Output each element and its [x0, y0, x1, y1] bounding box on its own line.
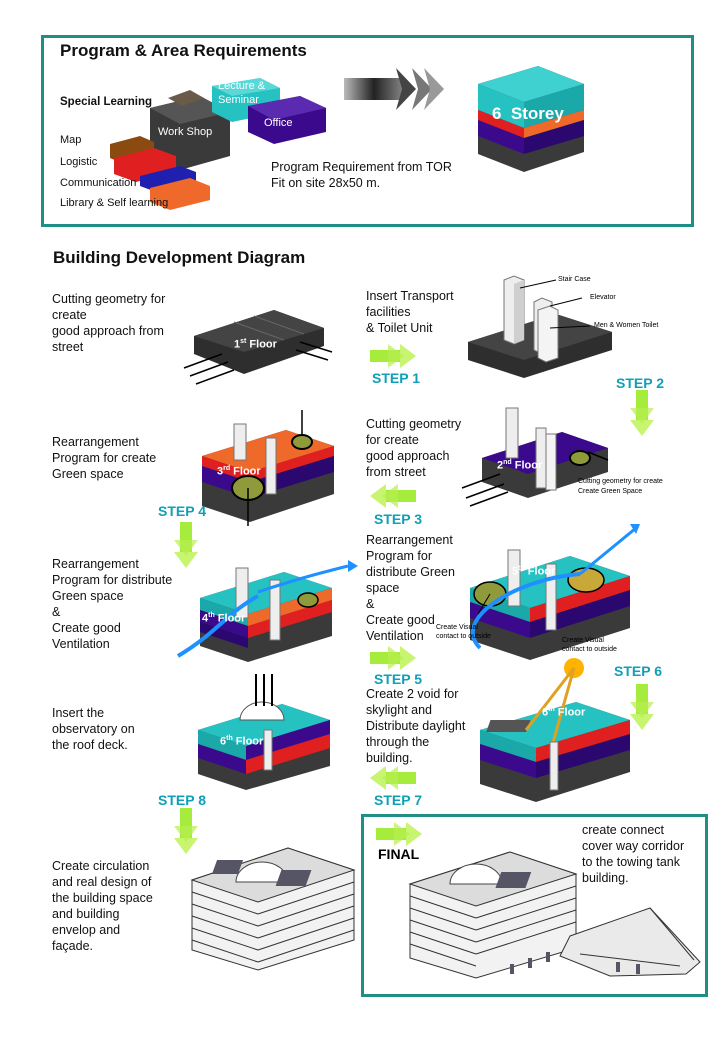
floor-label-3: 3rd Floor	[217, 465, 261, 478]
sixth-floor-skylight-model	[480, 658, 630, 802]
floor-label-5: 5th Floor	[512, 565, 556, 578]
program-title: Program & Area Requirements	[60, 41, 307, 60]
label-cut-green-2: Create Green Space	[578, 488, 643, 495]
transport-model	[468, 275, 612, 378]
second-floor-model	[461, 407, 609, 507]
sixth-floor-observatory-model	[198, 674, 330, 790]
step-1-label: STEP 1	[372, 370, 420, 386]
label-cut-green-1: Cutting geometry for create	[578, 478, 663, 485]
fourth-floor-model	[176, 560, 358, 662]
label-toilet: Men & Women Toilet	[594, 322, 659, 329]
annotation-leaders-step2	[519, 279, 591, 329]
label-logistic: Logistic	[60, 156, 98, 168]
step-3-arrow	[370, 484, 416, 508]
floor-label-4: 4th Floor	[202, 612, 246, 625]
final-building-render-left	[190, 847, 356, 971]
six-storey-block	[478, 66, 584, 172]
step-2-label: STEP 2	[616, 375, 664, 391]
floor-label-6a: 6th Floor	[220, 735, 264, 748]
requirement-line-2: Fit on site 28x50 m.	[271, 176, 381, 190]
label-lecture: Lecture &	[218, 80, 266, 92]
final-frame	[361, 814, 708, 997]
label-office: Office	[264, 117, 293, 129]
label-seminar: Seminar	[218, 94, 259, 106]
label-elevator: Elevator	[590, 294, 616, 301]
step-5-label: STEP 5	[374, 671, 422, 687]
final-building-render-right	[408, 851, 701, 979]
floor-label-2: 2nd Floor	[497, 459, 543, 472]
label-map: Map	[60, 134, 82, 146]
floor-label-1: 1st Floor	[234, 338, 277, 351]
step-8-label: STEP 8	[158, 792, 206, 808]
label-visual-2b: contact to outside	[562, 646, 617, 653]
six-storey-label: 6 Storey	[492, 104, 564, 123]
step-1-arrow	[370, 344, 416, 368]
step-3-label: STEP 3	[374, 511, 422, 527]
requirement-line-1: Program Requirement from TOR	[271, 160, 452, 174]
step-2-arrow	[630, 390, 654, 436]
label-visual-2a: Create Visual	[562, 637, 604, 644]
development-title: Building Development Diagram	[53, 248, 306, 267]
label-stair-case: Stair Case	[558, 276, 591, 283]
step-4-label: STEP 4	[158, 503, 206, 519]
label-communication: Communication	[60, 177, 137, 189]
step-6-label: STEP 6	[614, 663, 662, 679]
step-7-arrow	[370, 766, 416, 790]
first-floor-model	[183, 310, 333, 385]
fifth-floor-model	[470, 524, 640, 660]
label-library: Library & Self learning	[60, 197, 169, 209]
third-floor-model	[202, 410, 334, 526]
label-visual-1a: Create Visual	[436, 624, 478, 631]
step-7-label: STEP 7	[374, 792, 422, 808]
step-5-arrow	[370, 646, 416, 670]
floor-label-6b: 6th Floor	[542, 706, 586, 719]
label-visual-1b: contact to outside	[436, 633, 491, 640]
label-workshop: Work Shop	[158, 126, 213, 138]
program-blocks-illustration	[110, 78, 326, 210]
step-4-arrow	[174, 522, 198, 568]
final-label: FINAL	[378, 846, 420, 862]
program-frame	[41, 35, 694, 227]
label-special-learning: Special Learning	[60, 96, 153, 108]
transition-arrows	[344, 68, 444, 110]
